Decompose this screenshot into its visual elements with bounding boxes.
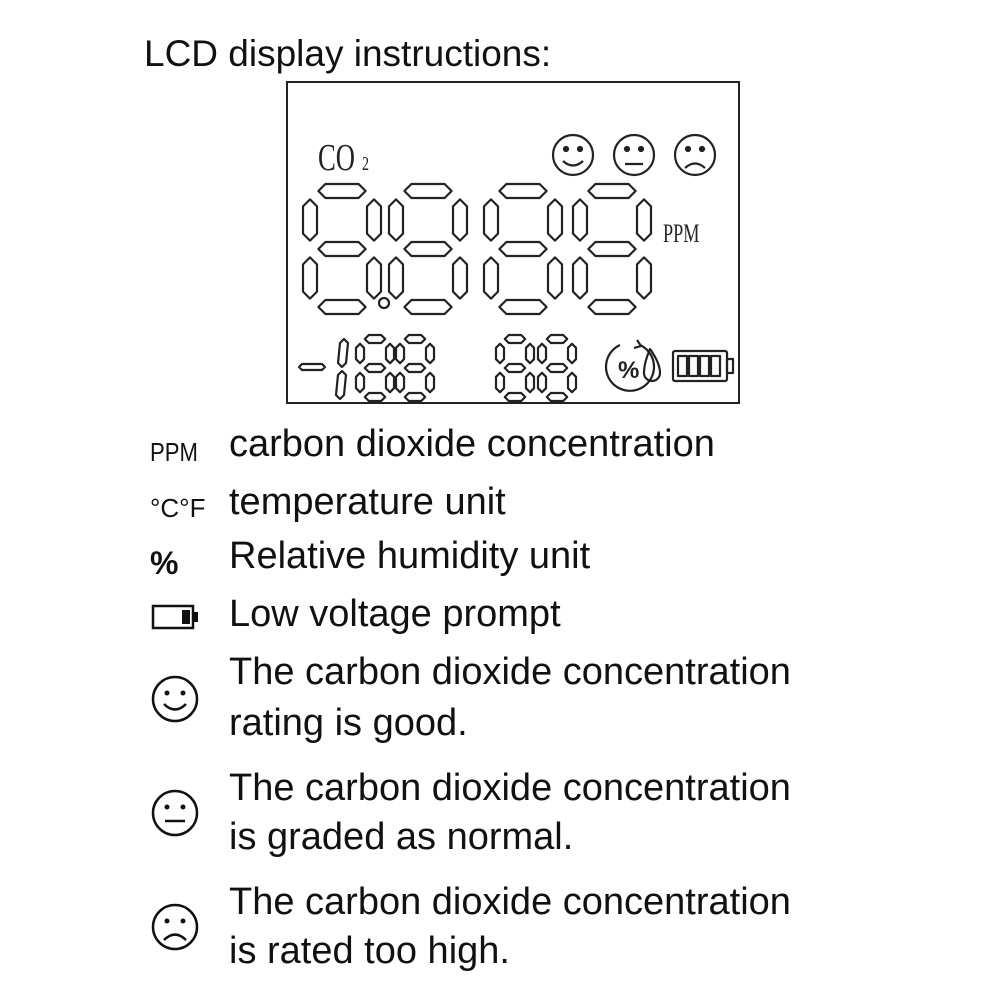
big-digit-2-v-seg [546,256,564,300]
legend-text: Low voltage prompt [229,593,561,635]
big-digit-1-v-seg [387,256,405,300]
smiley-neutral-icon [151,789,199,837]
small-digit-3-h-seg [545,391,569,403]
big-digit-3-v-seg [571,198,589,242]
legend-text-line2: is graded as normal. [229,816,574,858]
big-digit-2-v-seg [482,198,500,242]
big-digit-0-h-seg [317,182,367,200]
small-digit-0-h-seg [363,362,387,374]
small-digit-1-h-seg [403,391,427,403]
big-digit-3-h-seg [587,182,637,200]
small-digit-one [334,337,350,401]
big-digit-0-v-seg [301,198,319,242]
battery-icon [151,604,198,630]
small-digit-3-v-seg [536,342,548,365]
small-digit-0-v-seg [384,371,396,394]
big-digit-1-v-seg [451,256,469,300]
smiley-happy-icon [151,675,199,723]
smiley-sad-icon [151,903,199,951]
small-digit-3-h-seg [545,362,569,374]
small-digit-1-v-seg [424,342,436,365]
lcd-smiley-neutral-icon [612,133,656,177]
small-digit-2-h-seg [503,391,527,403]
lcd-battery-icon [671,349,735,383]
big-digit-3-v-seg [635,198,653,242]
temperature-unit-symbol: °C°F [150,493,206,523]
small-digit-3-v-seg [536,371,548,394]
lcd-ppm-label: PPM [663,219,700,248]
lcd-smiley-happy-icon [551,133,595,177]
small-digit-0-h-seg [363,333,387,345]
small-digit-1-v-seg [394,342,406,365]
small-digit-0-v-seg [384,342,396,365]
legend-text-line1: The carbon dioxide concentration [229,881,791,923]
big-digit-3-h-seg [587,240,637,258]
small-digit-0-v-seg [354,371,366,394]
small-digit-0-v-seg [354,342,366,365]
small-digit-1-v-seg [424,371,436,394]
big-digit-2-v-seg [482,256,500,300]
big-digit-0-v-seg [365,256,383,300]
lcd-segments: % [297,133,735,403]
legend-text-line2: is rated too high. [229,930,510,972]
ppm-symbol: PPM [150,437,198,467]
big-digit-0-h-seg [317,240,367,258]
small-digit-0-h-seg [363,391,387,403]
small-digit-2-v-seg [494,342,506,365]
legend-text: carbon dioxide concentration [229,423,715,465]
small-digit-1-h-seg [403,333,427,345]
big-digit-0-h-seg [317,298,367,316]
big-digit-0-v-seg [365,198,383,242]
legend-text: Relative humidity unit [229,535,591,577]
big-digit-1-v-seg [451,198,469,242]
percent-symbol: % [150,545,179,581]
big-digit-2-h-seg [498,240,548,258]
small-digit-3-v-seg [566,371,578,394]
big-digit-2-h-seg [498,298,548,316]
big-digit-1-h-seg [403,182,453,200]
big-digit-2-v-seg [546,198,564,242]
big-digit-1-v-seg [387,198,405,242]
lcd-smiley-sad-icon [673,133,717,177]
small-digit-2-v-seg [524,371,536,394]
big-digit-0-v-seg [301,256,319,300]
small-digit-3-v-seg [566,342,578,365]
big-digit-2-h-seg [498,182,548,200]
legend-text: temperature unit [229,481,506,523]
big-digit-3-v-seg [571,256,589,300]
big-digit-1-h-seg [403,298,453,316]
small-digit-1-h-seg [403,362,427,374]
humidity-icon [604,339,662,392]
big-digit-3-h-seg [587,298,637,316]
minus-sign [297,362,327,372]
lcd-percent-symbol: % [618,357,639,384]
small-digit-2-h-seg [503,362,527,374]
legend-text-line1: The carbon dioxide concentration [229,767,791,809]
legend-text-line2: rating is good. [229,702,468,744]
small-digit-2-h-seg [503,333,527,345]
big-digit-1-h-seg [403,240,453,258]
small-digit-2-v-seg [524,342,536,365]
small-digit-1-v-seg [394,371,406,394]
legend-text-line1: The carbon dioxide concentration [229,651,791,693]
small-digit-2-v-seg [494,371,506,394]
big-digit-3-v-seg [635,256,653,300]
page-title: LCD display instructions: [144,33,552,74]
decimal-point [377,296,391,310]
small-digit-3-h-seg [545,333,569,345]
